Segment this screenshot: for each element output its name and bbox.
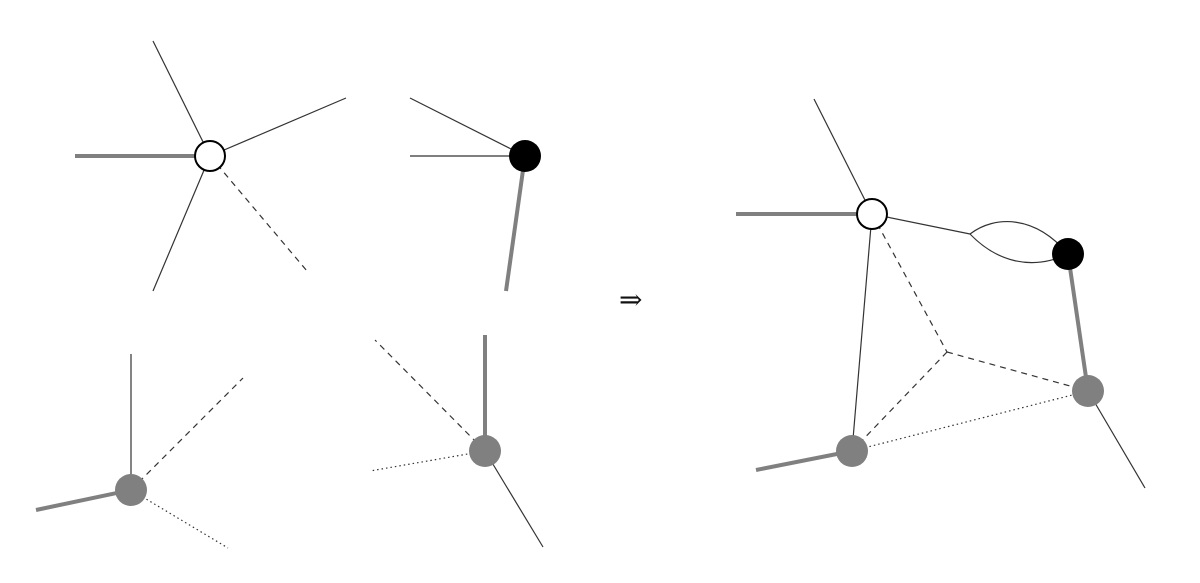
black-vertex xyxy=(509,140,541,172)
gray-vertex-star-middle xyxy=(369,335,544,548)
thin-edge xyxy=(152,155,211,292)
implies-arrow: ⇒ xyxy=(619,283,642,316)
dashed-edge xyxy=(871,213,948,353)
black-vertex-star xyxy=(409,97,541,292)
curved-edge-upper xyxy=(969,220,1069,255)
dashed-edge xyxy=(130,377,244,491)
thin-edge xyxy=(209,97,347,157)
thick-edge xyxy=(35,488,132,512)
dotted-edge xyxy=(369,450,486,472)
gray-vertex xyxy=(469,435,501,467)
combined-gadget xyxy=(736,98,1146,489)
dashed-edge xyxy=(209,155,308,272)
gray-vertex xyxy=(115,474,147,506)
thick-edge xyxy=(504,155,527,292)
dotted-edge xyxy=(851,390,1089,452)
gray-vertex xyxy=(1072,375,1104,407)
dashed-edge xyxy=(851,351,948,452)
thick-edge xyxy=(1066,253,1090,392)
dashed-edge xyxy=(946,351,1089,392)
white-vertex xyxy=(856,198,888,230)
white-vertex xyxy=(194,140,226,172)
thin-edge xyxy=(871,213,971,235)
white-vertex-star xyxy=(75,40,347,292)
thin-edge xyxy=(152,40,211,157)
thin-edge xyxy=(813,98,873,215)
thin-edge xyxy=(1087,390,1146,489)
black-vertex xyxy=(1052,238,1084,270)
thick-edge xyxy=(755,449,853,472)
thin-edge xyxy=(409,97,526,157)
dashed-edge xyxy=(374,339,486,452)
gray-vertex-star-left xyxy=(35,354,244,549)
dotted-edge xyxy=(130,489,229,549)
thin-edge xyxy=(484,450,544,548)
thin-edge xyxy=(851,213,873,452)
gray-vertex xyxy=(836,435,868,467)
